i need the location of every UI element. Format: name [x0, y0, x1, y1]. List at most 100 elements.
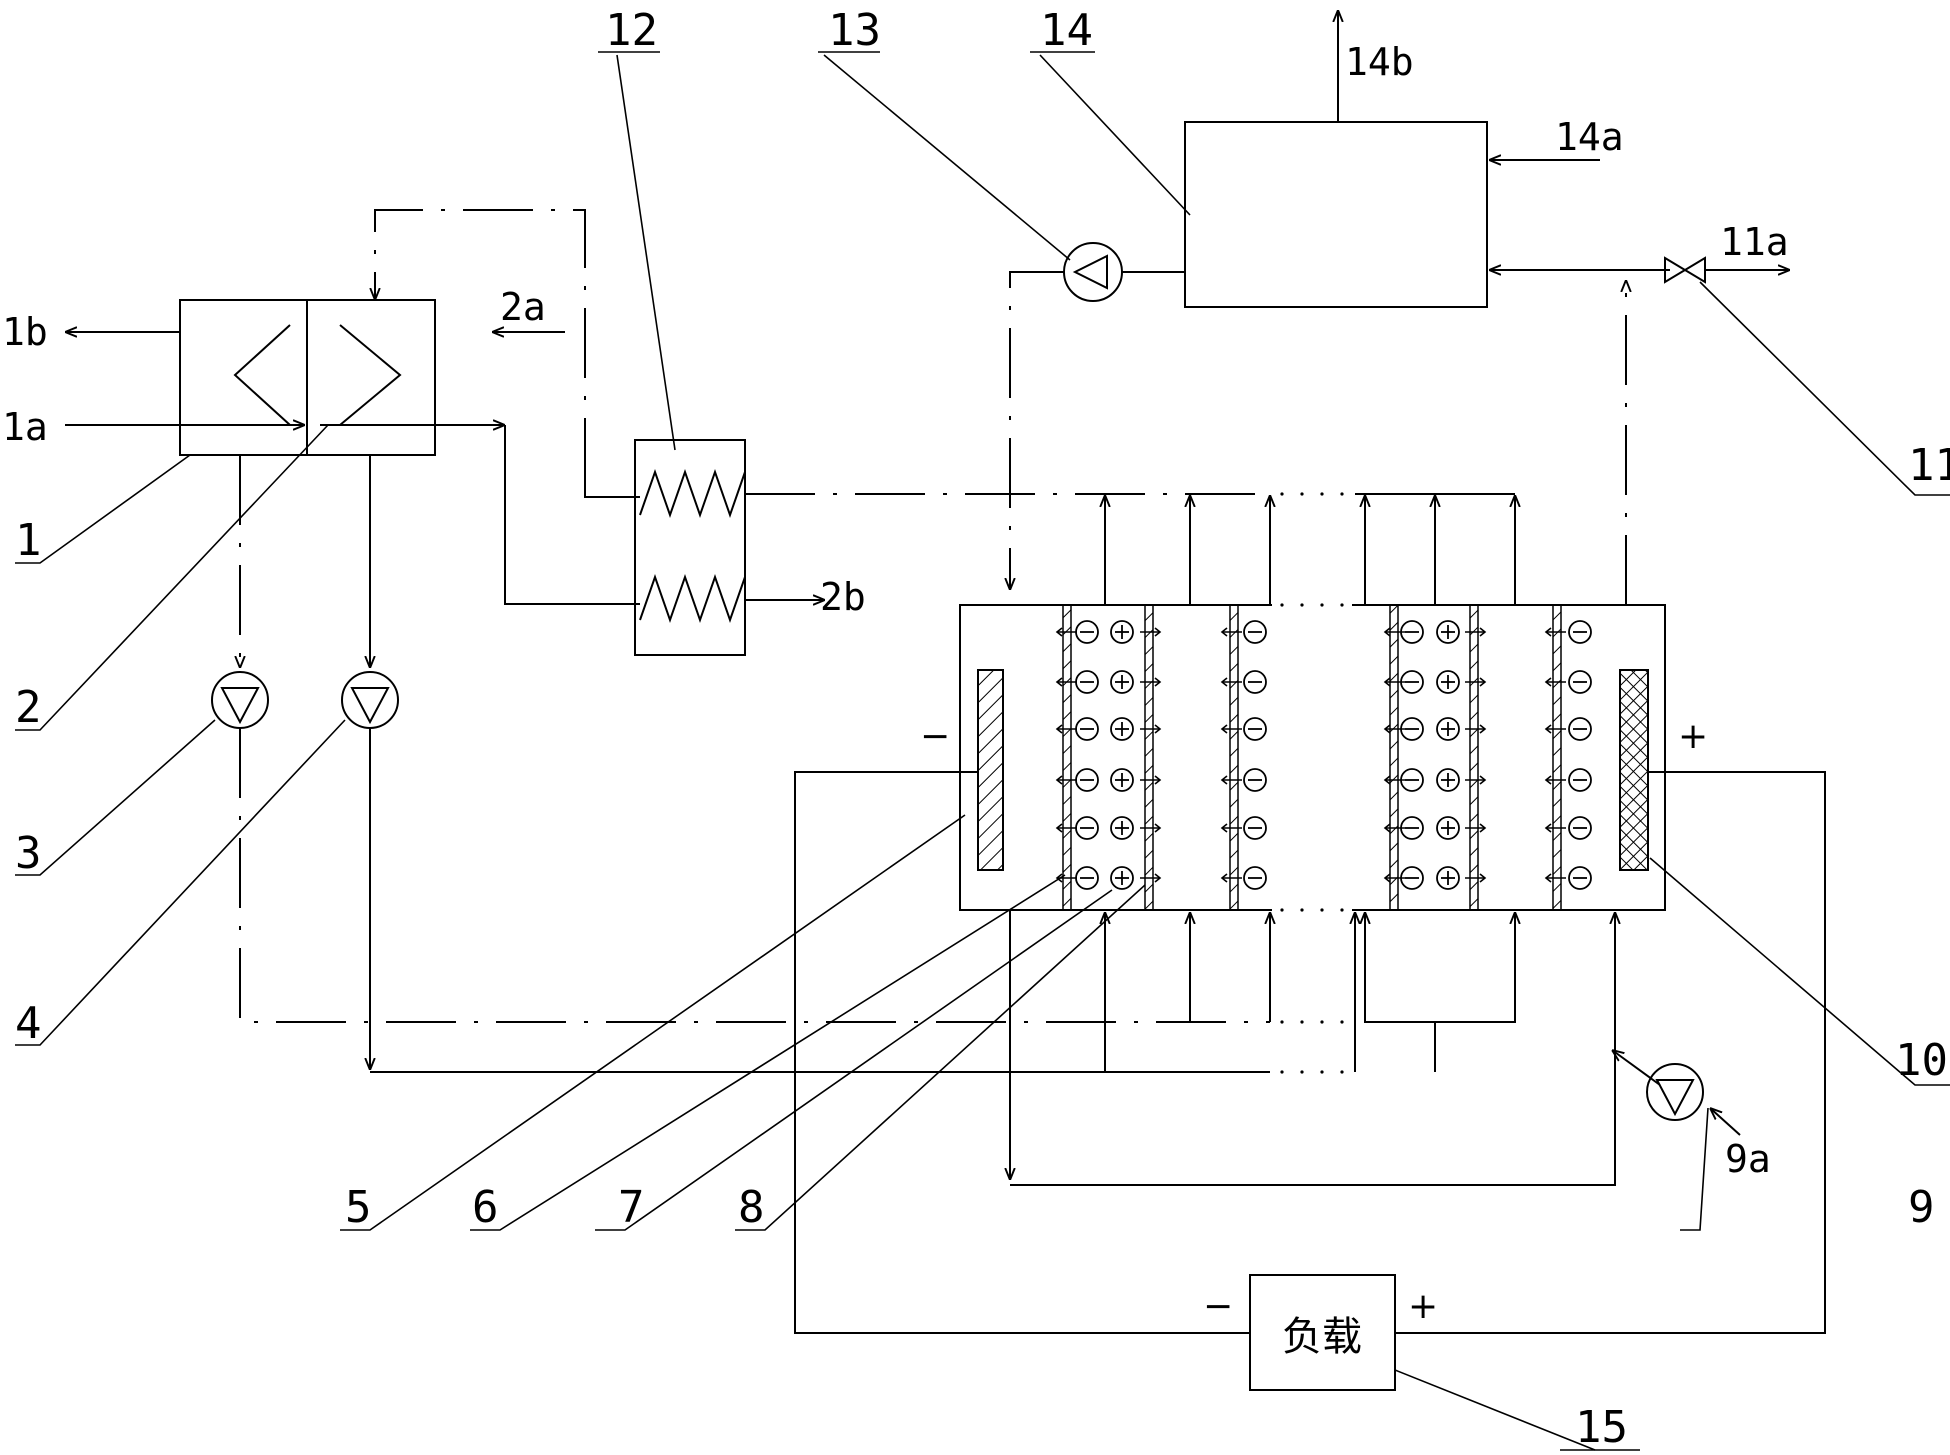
stack-top-outlets: [1105, 493, 1627, 605]
electrode-anode: [1619, 669, 1649, 871]
break-dot: [1300, 492, 1304, 496]
label-8: 8: [738, 1182, 765, 1233]
membrane-flux-arrow: [1220, 823, 1242, 833]
label-9: 9: [1908, 1182, 1935, 1233]
cation-symbol: [1110, 768, 1134, 792]
anion-symbol: [1243, 717, 1267, 741]
label-14b: 14b: [1345, 40, 1414, 84]
membrane-flux-arrow: [1383, 627, 1405, 637]
break-dot: [1340, 908, 1344, 912]
label-11: 11: [1908, 440, 1950, 491]
coil-right: [339, 324, 402, 426]
stack-right: [1352, 604, 1666, 911]
cation-symbol: [1110, 866, 1134, 890]
heat-exchanger-12: [634, 439, 746, 656]
break-dot: [1320, 908, 1324, 912]
load-label: 负载: [1282, 1314, 1362, 1360]
anion-symbol: [1568, 620, 1592, 644]
cation-symbol: [1436, 717, 1460, 741]
pump-13: [1063, 242, 1123, 302]
label-2a: 2a: [500, 285, 546, 329]
anion-symbol: [1568, 670, 1592, 694]
anion-symbol: [1243, 866, 1267, 890]
membrane-flux-arrow: [1383, 873, 1405, 883]
membrane-flux-arrow: [1140, 873, 1162, 883]
anion-symbol: [1243, 670, 1267, 694]
cation-symbol: [1436, 816, 1460, 840]
pump-4: [341, 671, 399, 729]
break-dot: [1280, 1070, 1284, 1074]
membrane-flux-arrow: [1055, 627, 1077, 637]
electrode-minus-sign: −: [920, 716, 950, 757]
label-1a: 1a: [2, 405, 48, 449]
electric-circuit: [794, 771, 1826, 1391]
membrane-flux-arrow: [1544, 775, 1566, 785]
label-6: 6: [472, 1182, 499, 1233]
cation-symbol: [1436, 866, 1460, 890]
break-dot: [1300, 908, 1304, 912]
electrode-cathode: [977, 669, 1004, 871]
label-3: 3: [15, 828, 42, 879]
membrane-flux-arrow: [1055, 823, 1077, 833]
stack-bottom-inlets: [1010, 910, 1615, 1186]
line-to-12-lower: [504, 425, 640, 605]
label-5: 5: [345, 1182, 372, 1233]
label-9a: 9a: [1725, 1137, 1771, 1181]
anion-symbol: [1075, 717, 1099, 741]
anion-symbol: [1075, 670, 1099, 694]
membrane-flux-arrow: [1465, 823, 1487, 833]
pump-3: [211, 671, 269, 729]
break-dot: [1320, 1020, 1324, 1024]
label-2b: 2b: [820, 575, 866, 619]
leader-lines: [15, 51, 1950, 1451]
cation-symbol: [1110, 670, 1134, 694]
anion-symbol: [1075, 816, 1099, 840]
label-12: 12: [605, 5, 658, 56]
cation-symbol: [1436, 670, 1460, 694]
load-plus-sign: +: [1408, 1286, 1438, 1327]
break-dot: [1340, 1020, 1344, 1024]
membrane-flux-arrow: [1220, 775, 1242, 785]
label-11a: 11a: [1720, 220, 1789, 264]
membrane-flux-arrow: [1055, 677, 1077, 687]
membrane-flux-arrow: [1465, 873, 1487, 883]
anion-symbol: [1243, 620, 1267, 644]
cation-symbol: [1110, 717, 1134, 741]
break-dot: [1320, 1070, 1324, 1074]
anion-symbol: [1243, 768, 1267, 792]
membrane-flux-arrow: [1465, 724, 1487, 734]
break-dot: [1340, 1070, 1344, 1074]
membrane-flux-arrow: [1140, 677, 1162, 687]
anion-symbol: [1568, 717, 1592, 741]
membrane-flux-arrow: [1140, 775, 1162, 785]
break-dot: [1300, 1070, 1304, 1074]
anion-symbol: [1568, 866, 1592, 890]
label-14: 14: [1040, 5, 1093, 56]
membrane-flux-arrow: [1383, 724, 1405, 734]
break-dot: [1320, 492, 1324, 496]
membrane-flux-arrow: [1220, 724, 1242, 734]
membrane-flux-arrow: [1383, 677, 1405, 687]
label-2: 2: [15, 682, 42, 733]
break-dot: [1320, 603, 1324, 607]
break-dot: [1280, 492, 1284, 496]
heat-exchanger-1-2: [179, 299, 436, 456]
membrane-flux-arrow: [1220, 627, 1242, 637]
label-10: 10: [1895, 1035, 1948, 1086]
membrane-flux-arrow: [1465, 775, 1487, 785]
membrane-flux-arrow: [1055, 775, 1077, 785]
membrane-flux-arrow: [1140, 627, 1162, 637]
break-dots: [1280, 492, 1344, 1074]
anion-symbol: [1568, 768, 1592, 792]
membrane-flux-arrow: [1465, 677, 1487, 687]
load-box: [1249, 1274, 1396, 1391]
label-1: 1: [15, 515, 42, 566]
break-dot: [1340, 492, 1344, 496]
electrode-plus-sign: +: [1678, 716, 1708, 757]
coil-left: [233, 324, 291, 426]
membrane-flux-arrow: [1544, 677, 1566, 687]
label-15: 15: [1575, 1402, 1628, 1453]
membrane-flux-arrow: [1220, 677, 1242, 687]
label-13: 13: [828, 5, 881, 56]
